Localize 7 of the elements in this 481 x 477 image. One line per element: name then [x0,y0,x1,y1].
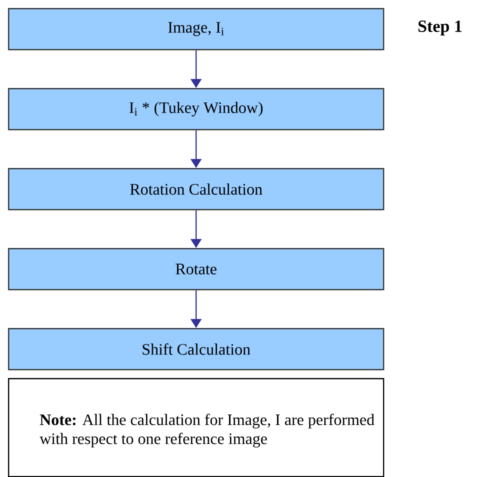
process-box: I$_{i}$ * (Tukey Window) [8,88,384,130]
note-box: Note: All the calculation for Image, I are performed with respect to one reference image [8,378,384,477]
process-box: Rotate [8,248,384,290]
process-box: Image, I$_{i}$ [8,8,384,50]
step-label: Step 1 [418,20,462,36]
process-box: Shift Calculation [8,328,384,370]
process-box: Rotation Calculation [8,168,384,210]
